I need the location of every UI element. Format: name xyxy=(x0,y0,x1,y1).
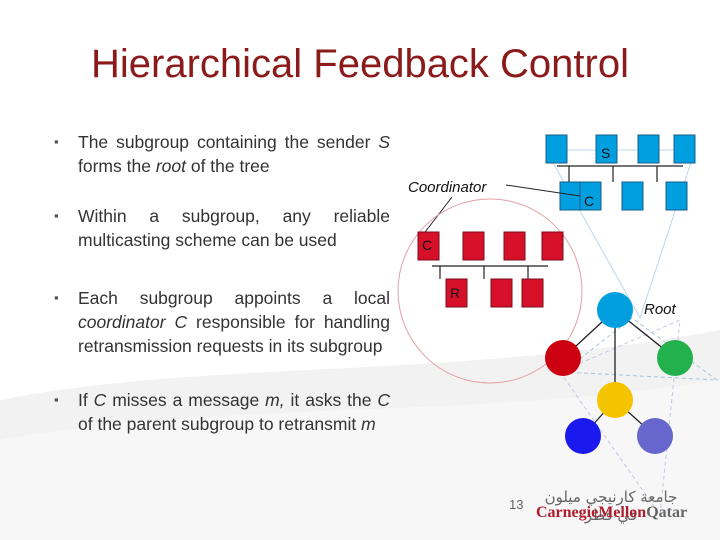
tree-node xyxy=(597,382,633,418)
host-node xyxy=(490,278,513,308)
receiver-label: R xyxy=(450,285,460,301)
host-node xyxy=(637,134,660,164)
bullet-text: If C misses a message m, it asks the C o… xyxy=(78,390,391,434)
logo-arabic-text: جامعة كارنيجي ميلون في قطر xyxy=(544,488,678,524)
slide-title: Hierarchical Feedback Control xyxy=(90,42,629,86)
red-subgroup xyxy=(432,265,548,279)
bullet-square-icon: ▪ xyxy=(54,208,59,223)
bullet-square-icon: ▪ xyxy=(54,392,59,407)
bullet-item: ▪ The subgroup containing the sender S f… xyxy=(52,130,390,178)
university-logo: CarnegieMellonQatar xyxy=(536,504,687,522)
dashed-cone xyxy=(559,319,681,517)
host-node xyxy=(621,181,644,211)
coordinator-top-label: C xyxy=(584,193,594,209)
top-subgroup-cone xyxy=(545,149,696,320)
host-node xyxy=(521,278,544,308)
bullet-square-icon: ▪ xyxy=(54,290,59,305)
red-subgroup-hosts xyxy=(417,231,564,308)
subgroup-circle xyxy=(397,198,583,384)
bullet-text: Within a subgroup, any reliable multicas… xyxy=(78,206,390,250)
host-node xyxy=(673,134,696,164)
root-node xyxy=(597,292,633,328)
host-node xyxy=(445,278,468,308)
bullet-text: Each subgroup appoints a local coordinat… xyxy=(78,288,390,356)
bullet-square-icon: ▪ xyxy=(54,134,59,149)
host-node xyxy=(665,181,688,211)
coordinator-label: Coordinator xyxy=(408,179,487,196)
coordinator-callout-line xyxy=(505,184,581,197)
top-subgroup xyxy=(557,165,683,182)
bullet-item: ▪ Each subgroup appoints a local coordin… xyxy=(52,286,390,358)
tree-node xyxy=(657,340,693,376)
tree-node xyxy=(545,340,581,376)
tree-node xyxy=(637,418,673,454)
bullet-item: ▪ If C misses a message m, it asks the C… xyxy=(52,388,390,436)
root-label: Root xyxy=(644,301,677,318)
coordinator-callout-line xyxy=(421,196,453,237)
host-node xyxy=(595,134,618,164)
sender-label: S xyxy=(601,145,610,161)
bullet-list: ▪ The subgroup containing the sender S f… xyxy=(52,130,390,460)
host-node xyxy=(503,231,526,261)
tree-node xyxy=(565,418,601,454)
host-node xyxy=(541,231,564,261)
bullet-text: The subgroup containing the sender S for… xyxy=(78,132,390,176)
host-node xyxy=(462,231,485,261)
coordinator-mid-label: C xyxy=(422,237,432,253)
bullet-item: ▪ Within a subgroup, any reliable multic… xyxy=(52,204,390,252)
host-node xyxy=(417,231,440,261)
logo-name-main: CarnegieMellon xyxy=(536,504,647,521)
host-node xyxy=(545,134,568,164)
dashed-cone xyxy=(561,317,719,381)
logo-name-suffix: Qatar xyxy=(646,504,688,521)
page-number: 13 xyxy=(509,497,524,512)
top-subgroup-hosts xyxy=(545,134,696,211)
